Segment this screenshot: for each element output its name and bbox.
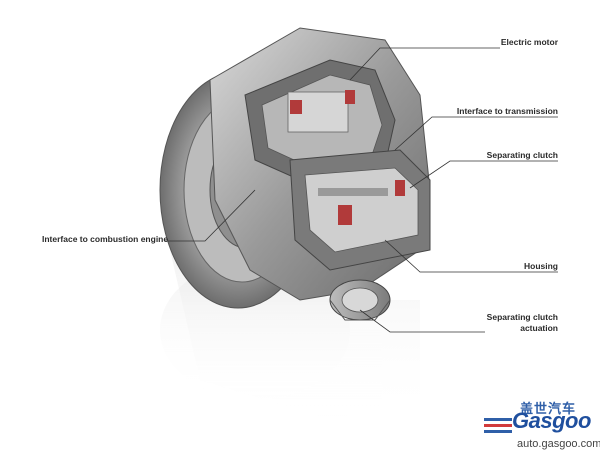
label-separating-clutch: Separating clutch — [486, 150, 558, 160]
label-interface-engine: Interface to combustion engine — [42, 234, 169, 244]
label-housing: Housing — [524, 261, 558, 271]
watermark-logo: Gasgoo — [512, 408, 591, 433]
label-clutch-actuation: Separating clutch actuation — [470, 312, 558, 334]
watermark-stripes — [484, 418, 512, 433]
label-clutch-actuation-line2: actuation — [520, 323, 558, 333]
leader-lines — [165, 47, 558, 333]
label-interface-transmission: Interface to transmission — [456, 106, 558, 116]
watermark-url: auto.gasgoo.com — [517, 438, 600, 450]
label-electric-motor: Electric motor — [500, 37, 558, 47]
label-clutch-actuation-line1: Separating clutch — [486, 312, 558, 322]
watermark-chinese: 盖世汽车 — [520, 402, 577, 417]
clutch-section — [289, 149, 431, 271]
clutch-actuator — [329, 279, 391, 321]
